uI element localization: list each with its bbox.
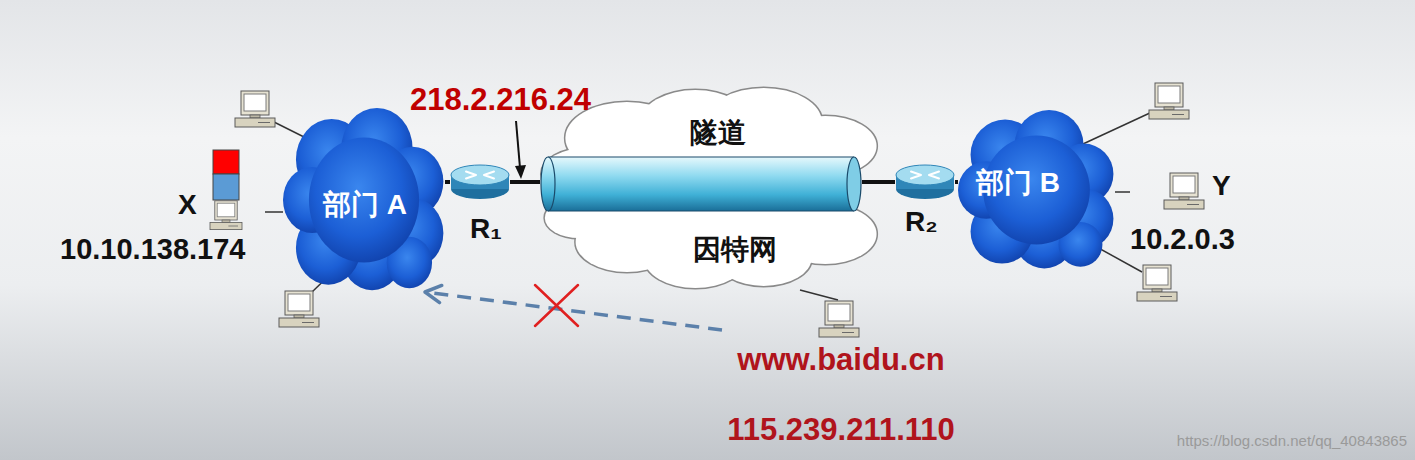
link-line [955,182,958,183]
department-cloud: 部门 A [283,108,445,292]
node-sublabel: 10.2.0.3 [1130,223,1235,256]
connector-line [425,292,722,330]
link-line [800,290,838,300]
computer-icon [819,301,859,337]
router-icon [450,163,510,201]
node-label: 部门 B [976,167,1060,199]
connector-line [1115,191,1130,193]
node-label: www.baidu.cn [737,342,944,378]
node-label: R₂ [905,206,938,238]
router: R₂ [895,163,955,245]
host-computer [1137,265,1177,301]
node-label: 因特网 [693,234,777,266]
router-icon [895,163,955,201]
node-label: Y [1212,170,1231,202]
link-line [510,182,540,183]
watermark: https://blog.csdn.net/qq_40843865 [1177,432,1407,449]
blocked-cross [535,285,578,326]
internet-cloud: 因特网隧道 [538,90,880,290]
leader-arrowhead [515,165,526,179]
connector-line [955,180,958,184]
arrow-head [425,285,442,302]
connector-line [445,180,450,184]
connector-line [265,211,283,213]
computer-icon [1164,173,1204,209]
host-computer: X 10.10.138.174 [60,148,265,268]
connector-line [862,180,895,184]
link-line [265,212,283,213]
host-computer [235,91,275,127]
node-label: 隧道 [690,117,746,149]
host-computer [279,291,319,327]
dashed-arrow [425,285,722,330]
link-line [1115,192,1130,193]
node-label: R₁ [470,213,502,245]
connector-line [510,180,540,184]
layer-block [213,174,239,200]
tunnel-cylinder: 隧道 [540,115,862,212]
host-computer: Y 10.2.0.3 [1130,168,1250,258]
router: R₁ [450,163,510,248]
link-line [862,182,895,183]
department-cloud: 部门 B [958,110,1115,270]
computer-icon [210,201,242,230]
node-label: X [178,189,197,221]
leader-line [516,121,520,168]
node-label: 部门 A [323,189,407,221]
connector-line [800,290,838,300]
link-line [445,182,450,183]
node-sublabel: 10.10.138.174 [60,233,245,266]
layer-block [213,150,239,174]
ip-address: 218.2.216.24 [410,82,591,118]
host-computer [1149,83,1189,119]
node-sublabel: 115.239.211.110 [727,412,955,448]
web-server: www.baidu.cn 115.239.211.110 [722,300,960,450]
